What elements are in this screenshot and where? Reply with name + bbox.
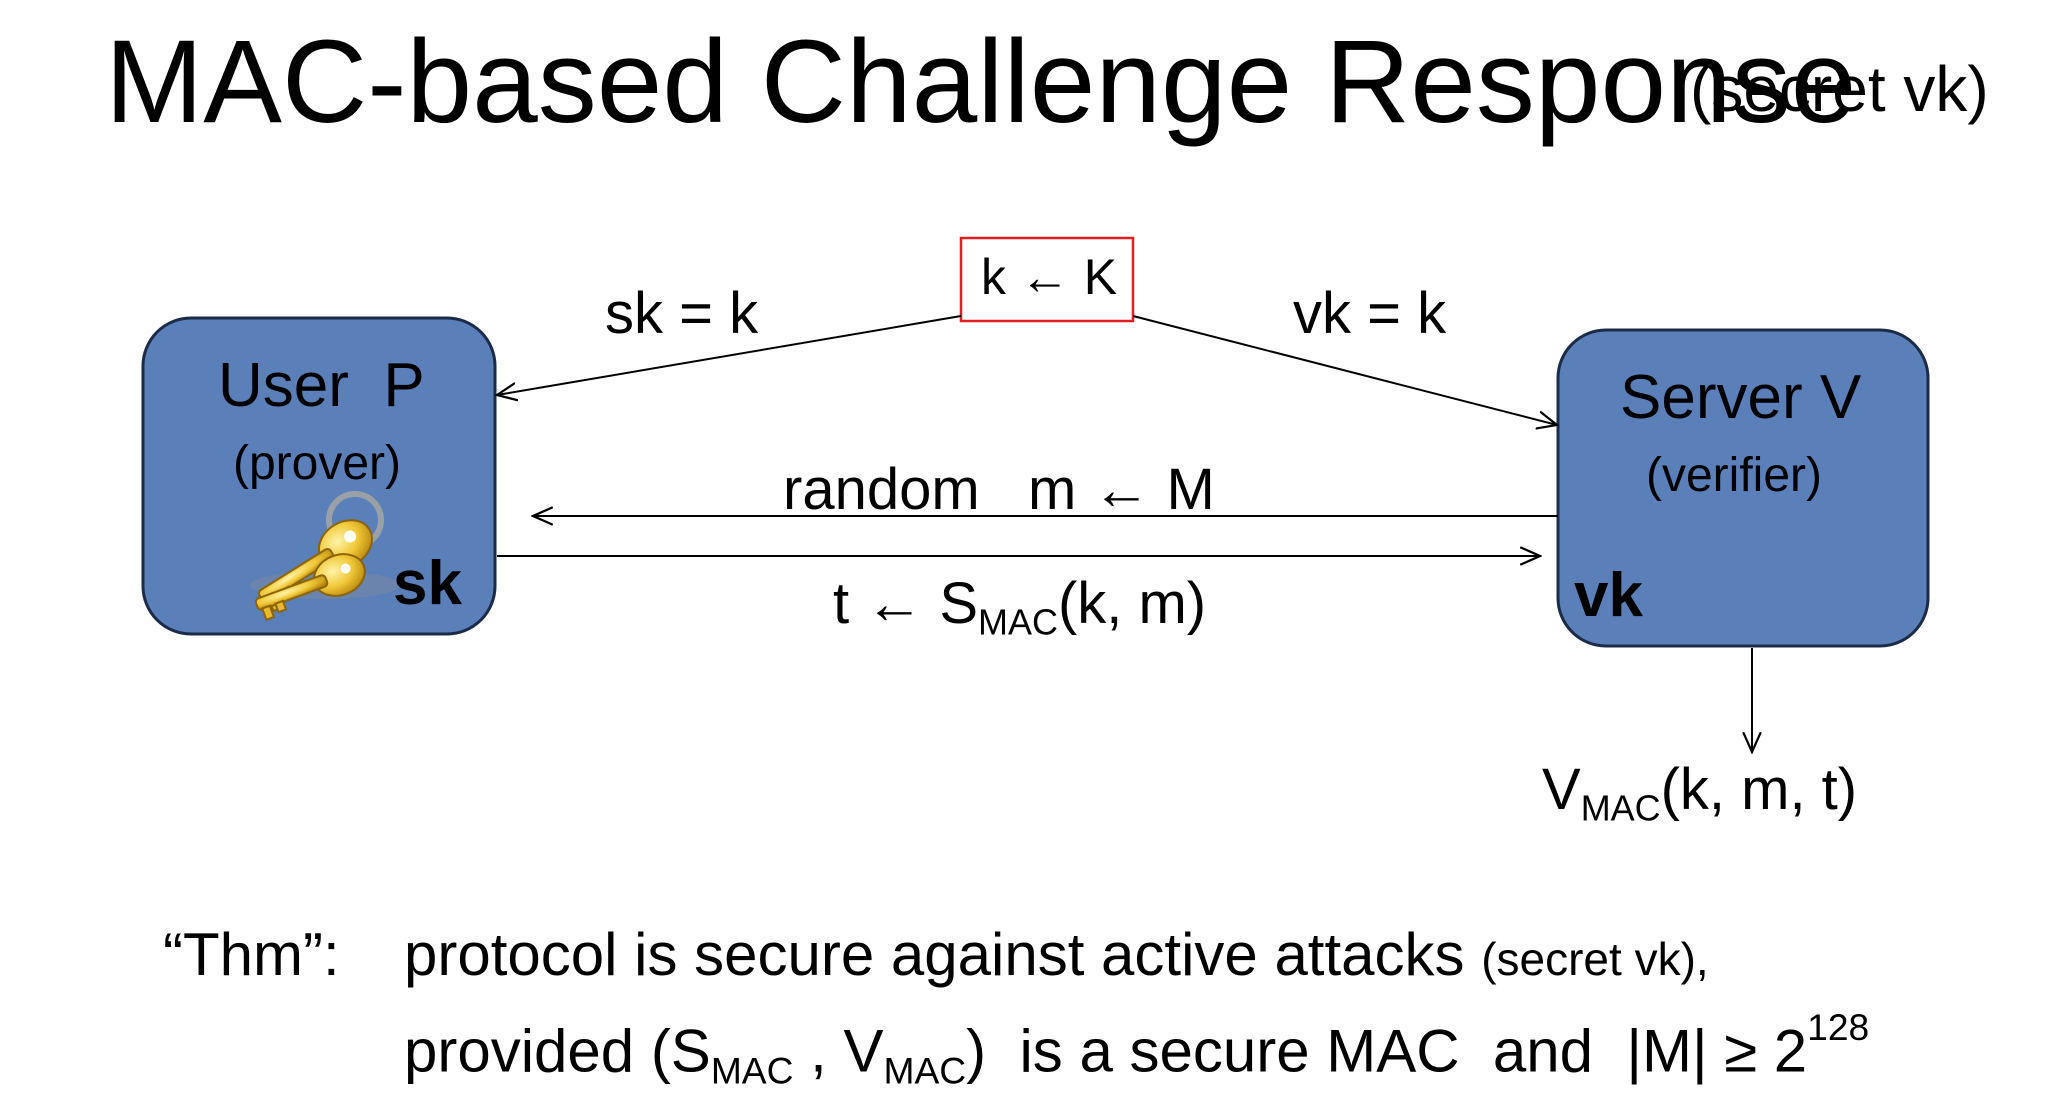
response-label: t ← SMAC(k, m) bbox=[833, 570, 1206, 644]
theorem-text-1: protocol is secure against active attack… bbox=[404, 921, 1465, 988]
theorem-line-2: provided (SMAC , VMAC) is a secure MAC a… bbox=[404, 1006, 1869, 1093]
theorem-text-2c: ) is a secure MAC and |M| ≥ 2 bbox=[966, 1017, 1808, 1085]
theorem-text-2a: provided (S bbox=[404, 1017, 711, 1085]
theorem-line-1: protocol is secure against active attack… bbox=[404, 920, 1709, 989]
server-box bbox=[1556, 328, 1930, 648]
keys-icon bbox=[250, 491, 400, 622]
keygen-label: k ← K bbox=[981, 249, 1118, 305]
user-name: User P bbox=[218, 351, 425, 420]
theorem-note: (secret vk), bbox=[1481, 933, 1709, 985]
response-prefix: t ← S bbox=[833, 571, 979, 636]
verify-suffix: (k, m, t) bbox=[1660, 757, 1858, 822]
verify-prefix: V bbox=[1542, 757, 1581, 822]
response-suffix: (k, m) bbox=[1057, 571, 1207, 636]
keygen-box bbox=[959, 236, 1135, 323]
theorem-text-2b: , V bbox=[793, 1017, 884, 1085]
server-role: (verifier) bbox=[1646, 449, 1822, 502]
verify-label: VMAC(k, m, t) bbox=[1542, 756, 1857, 830]
theorem-sub-1: MAC bbox=[710, 1049, 794, 1092]
theorem-sup: 128 bbox=[1807, 1006, 1870, 1048]
server-name: Server V bbox=[1620, 363, 1862, 432]
vk-distribution-arrow bbox=[1132, 315, 1557, 425]
user-box bbox=[141, 316, 497, 636]
title-note: (secret vk) bbox=[1690, 53, 1989, 125]
verify-sub: MAC bbox=[1580, 787, 1661, 829]
user-role: (prover) bbox=[233, 437, 402, 490]
theorem-sub-2: MAC bbox=[883, 1049, 967, 1092]
user-key-label: sk bbox=[393, 549, 462, 618]
sk-distribution-arrow bbox=[497, 315, 962, 395]
response-sub: MAC bbox=[978, 601, 1058, 643]
theorem-label: “Thm”: bbox=[163, 921, 340, 988]
vk-assign-label: vk = k bbox=[1293, 281, 1447, 346]
server-key-label: vk bbox=[1574, 561, 1643, 630]
page-title: MAC-based Challenge Response bbox=[105, 16, 1857, 148]
sk-assign-label: sk = k bbox=[605, 281, 759, 346]
challenge-label: random m ← M bbox=[783, 457, 1215, 522]
